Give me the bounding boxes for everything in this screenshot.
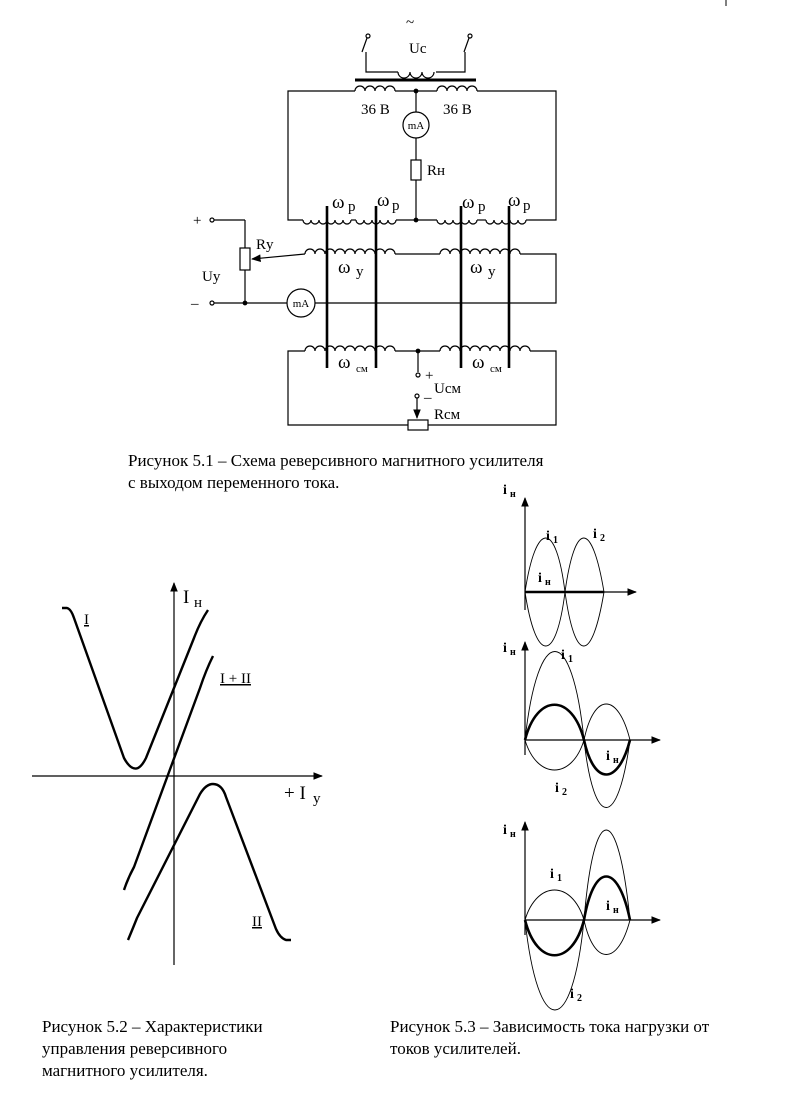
graph1-axis-label: i — [503, 483, 507, 498]
graph2-i1-curve — [524, 651, 631, 808]
graph3-i1-curve — [524, 889, 631, 955]
graph-panel-2: i н i 1 i 2 i н — [503, 641, 661, 808]
graph2-i1-label: i — [561, 648, 565, 663]
graph2-axis-label: i — [503, 641, 507, 656]
bias-winding-label: ω — [472, 352, 485, 373]
curve-I-label: I — [84, 612, 89, 628]
voltage-right-label: 36 В — [443, 102, 472, 118]
graph1-i1-sub: 1 — [553, 535, 558, 546]
work-winding-4 — [485, 219, 527, 225]
bias-minus: – — [423, 390, 432, 406]
curve-II — [126, 782, 291, 942]
work-winding-3 — [436, 219, 478, 225]
work-winding-sub: р — [348, 199, 356, 215]
graph1-i1-label: i — [546, 529, 550, 544]
transformer-secondary-right — [436, 85, 478, 92]
graph1-in-sub: н — [545, 577, 551, 588]
graph2-i1-sub: 1 — [568, 654, 573, 665]
control-winding-left — [304, 248, 396, 255]
control-resistor — [239, 247, 251, 271]
load-current-graphs: i н i 1 i 2 i н i н i 1 i 2 i н — [503, 483, 661, 1011]
fig2-x-axis-sub: у — [313, 791, 321, 807]
ammeter-control-label: mA — [293, 298, 310, 310]
control-resistor-label: Rу — [256, 237, 274, 253]
transformer-primary-coil — [397, 71, 435, 79]
bias-winding-sub: см — [490, 363, 502, 375]
bias-winding-label: ω — [338, 352, 351, 373]
graph2-in-sub: н — [613, 755, 619, 766]
curve-II-label: II — [252, 914, 262, 930]
control-minus: – — [190, 296, 199, 312]
curve-sum-label: I + II — [220, 671, 251, 687]
voltage-left-label: 36 В — [361, 102, 390, 118]
bias-winding-sub: см — [356, 363, 368, 375]
source-symbol: ~ — [406, 15, 414, 31]
bias-winding-left — [304, 345, 396, 352]
graph3-i2-label: i — [570, 987, 574, 1002]
figure-5-3-caption: Рисунок 5.3 – Зависимость тока нагрузки … — [390, 1017, 710, 1058]
control-voltage-label: Uу — [202, 269, 221, 285]
control-winding-sub: у — [488, 264, 496, 280]
work-winding-sub: р — [478, 199, 486, 215]
work-winding-sub: р — [392, 198, 400, 214]
bias-resistor — [407, 419, 429, 431]
graph-panel-1: i н i 1 i 2 i н — [503, 483, 637, 647]
graph3-i1-sub: 1 — [557, 873, 562, 884]
work-winding-label: ω — [377, 190, 390, 211]
graph2-in-label: i — [606, 749, 610, 764]
graph1-i2-label: i — [593, 527, 597, 542]
graph2-in-curve — [523, 703, 632, 776]
source-label: Uc — [409, 41, 427, 57]
graph-panel-3: i н i 1 i 2 i н — [503, 821, 661, 1011]
graph3-in-curve — [523, 875, 632, 957]
work-winding-label: ω — [462, 192, 475, 213]
graph3-axis-label: i — [503, 823, 507, 838]
graph3-axis-sub: н — [510, 829, 516, 840]
ammeter-control — [286, 288, 316, 318]
figure-5-2-caption: Рисунок 5.2 – Характеристики управления … — [42, 1017, 263, 1080]
bias-voltage-label: Uсм — [434, 381, 461, 397]
load-resistor — [410, 159, 422, 181]
bias-winding-right — [439, 345, 531, 352]
ammeter-top-label: mA — [408, 120, 425, 132]
curve-I — [62, 606, 209, 770]
graph1-in-label: i — [538, 571, 542, 586]
bias-plus: + — [425, 368, 433, 384]
curve-sum — [122, 655, 215, 891]
circuit-labels: ~ Uc 36 В 36 В mA Rн Rу Uу + – mA ω р ω … — [190, 15, 531, 423]
load-resistor-label: Rн — [427, 163, 445, 179]
control-winding-label: ω — [338, 257, 351, 278]
control-winding-sub: у — [356, 264, 364, 280]
graph2-i2-label: i — [555, 781, 559, 796]
graph3-i1-label: i — [550, 867, 554, 882]
control-characteristics: I н + I у I I + II II — [32, 582, 323, 965]
transformer-secondary-left — [354, 85, 396, 92]
graph3-in-label: i — [606, 899, 610, 914]
control-winding-label: ω — [470, 257, 483, 278]
source-terminals — [361, 33, 473, 73]
magnetic-cores — [325, 206, 511, 368]
bias-resistor-label: Rсм — [434, 407, 461, 423]
graph1-axis-sub: н — [510, 489, 516, 500]
graph2-i2-sub: 2 — [562, 787, 567, 798]
control-plus: + — [193, 213, 201, 229]
graph3-in-sub: н — [613, 905, 619, 916]
fig2-x-axis-label: + I — [284, 783, 306, 804]
work-winding-label: ω — [508, 190, 521, 211]
fig2-y-axis-label: I — [183, 587, 189, 608]
figure-5-1-caption: Рисунок 5.1 – Схема реверсивного магнитн… — [128, 451, 544, 492]
work-winding-sub: р — [523, 198, 531, 214]
fig2-y-axis-sub: н — [194, 595, 202, 611]
graph1-i2-sub: 2 — [600, 533, 605, 544]
work-winding-label: ω — [332, 192, 345, 213]
graph3-i2-sub: 2 — [577, 993, 582, 1004]
amplifier-circuit — [209, 33, 557, 431]
graph2-axis-sub: н — [510, 647, 516, 658]
